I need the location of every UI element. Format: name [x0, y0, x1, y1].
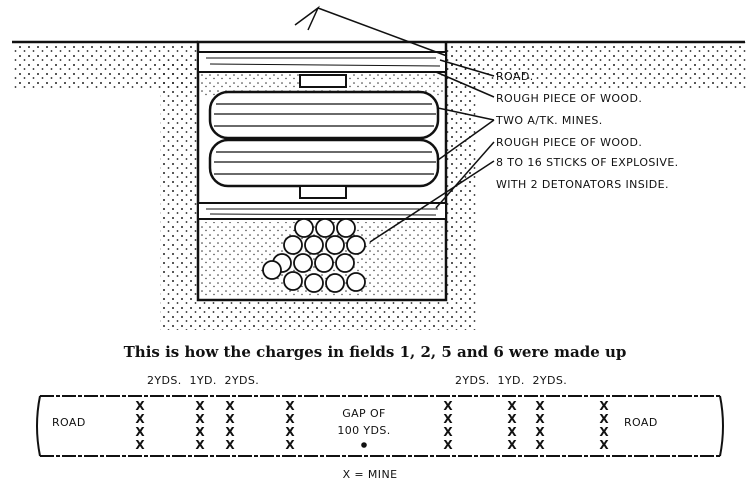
road-label-right: ROAD [624, 416, 658, 429]
mine-marker: X [195, 425, 205, 439]
mine-marker: X [285, 399, 295, 413]
label-explosive: 8 TO 16 STICKS OF EXPLOSIVE. [496, 156, 679, 169]
mine-marker: X [535, 412, 545, 426]
spacing-left: 2YDS. 1YD. 2YDS. [147, 374, 259, 387]
mine-marker: X [285, 425, 295, 439]
gap-center-dot [361, 442, 367, 448]
mine-marker: X [135, 438, 145, 452]
leader-lines [294, 5, 495, 243]
mine-marker: X [535, 425, 545, 439]
cross-section: ROAD. ROUGH PIECE OF WOOD. TWO A/TK. MIN… [12, 5, 747, 330]
mine-marker: X [507, 412, 517, 426]
label-road: ROAD. [496, 70, 534, 83]
anti-tank-mines [208, 74, 440, 199]
spacing-right: 2YDS. 1YD. 2YDS. [455, 374, 567, 387]
pit-outline [196, 40, 448, 302]
ground-right [447, 42, 747, 90]
label-wood-bottom: ROUGH PIECE OF WOOD. [496, 136, 642, 149]
mine-marker: X [225, 412, 235, 426]
mine-marker: X [443, 412, 453, 426]
mine-marker: X [225, 399, 235, 413]
mine-row-right: X X X X X X X X X X X X X X X X [443, 399, 609, 452]
mine-marker: X [135, 399, 145, 413]
mine-marker: X [507, 438, 517, 452]
explosive-sticks [262, 218, 366, 293]
road-label-left: ROAD [52, 416, 86, 429]
mine-marker: X [443, 399, 453, 413]
mine-marker: X [135, 425, 145, 439]
mine-marker: X [135, 412, 145, 426]
mine-marker: X [285, 438, 295, 452]
mine-marker: X [507, 425, 517, 439]
mine-row-left: X X X X X X X X X X X X X X X X [135, 399, 295, 452]
gap-label-line2: 100 YDS. [337, 424, 390, 437]
mine-marker: X [507, 399, 517, 413]
mine-marker: X [599, 399, 609, 413]
mine-marker: X [285, 412, 295, 426]
mine-marker: X [195, 412, 205, 426]
mine-marker: X [535, 438, 545, 452]
mine-marker: X [195, 438, 205, 452]
gap-label-line1: GAP OF [342, 407, 386, 420]
label-mines: TWO A/TK. MINES. [495, 114, 603, 127]
road-plan: 2YDS. 1YD. 2YDS. 2YDS. 1YD. 2YDS. ROAD R… [36, 374, 724, 481]
mine-marker: X [599, 412, 609, 426]
mine-marker: X [195, 399, 205, 413]
road-surface [197, 51, 447, 73]
figure-caption: This is how the charges in fields 1, 2, … [124, 343, 627, 361]
mine-marker: X [599, 425, 609, 439]
mine-marker: X [535, 399, 545, 413]
label-detonators: WITH 2 DETONATORS INSIDE. [496, 178, 669, 191]
mine-marker: X [599, 438, 609, 452]
label-wood-top: ROUGH PIECE OF WOOD. [496, 92, 642, 105]
mine-marker: X [443, 438, 453, 452]
mine-marker: X [443, 425, 453, 439]
mine-marker: X [225, 438, 235, 452]
mine-marker: X [225, 425, 235, 439]
mine-legend: X = MINE [343, 468, 398, 481]
